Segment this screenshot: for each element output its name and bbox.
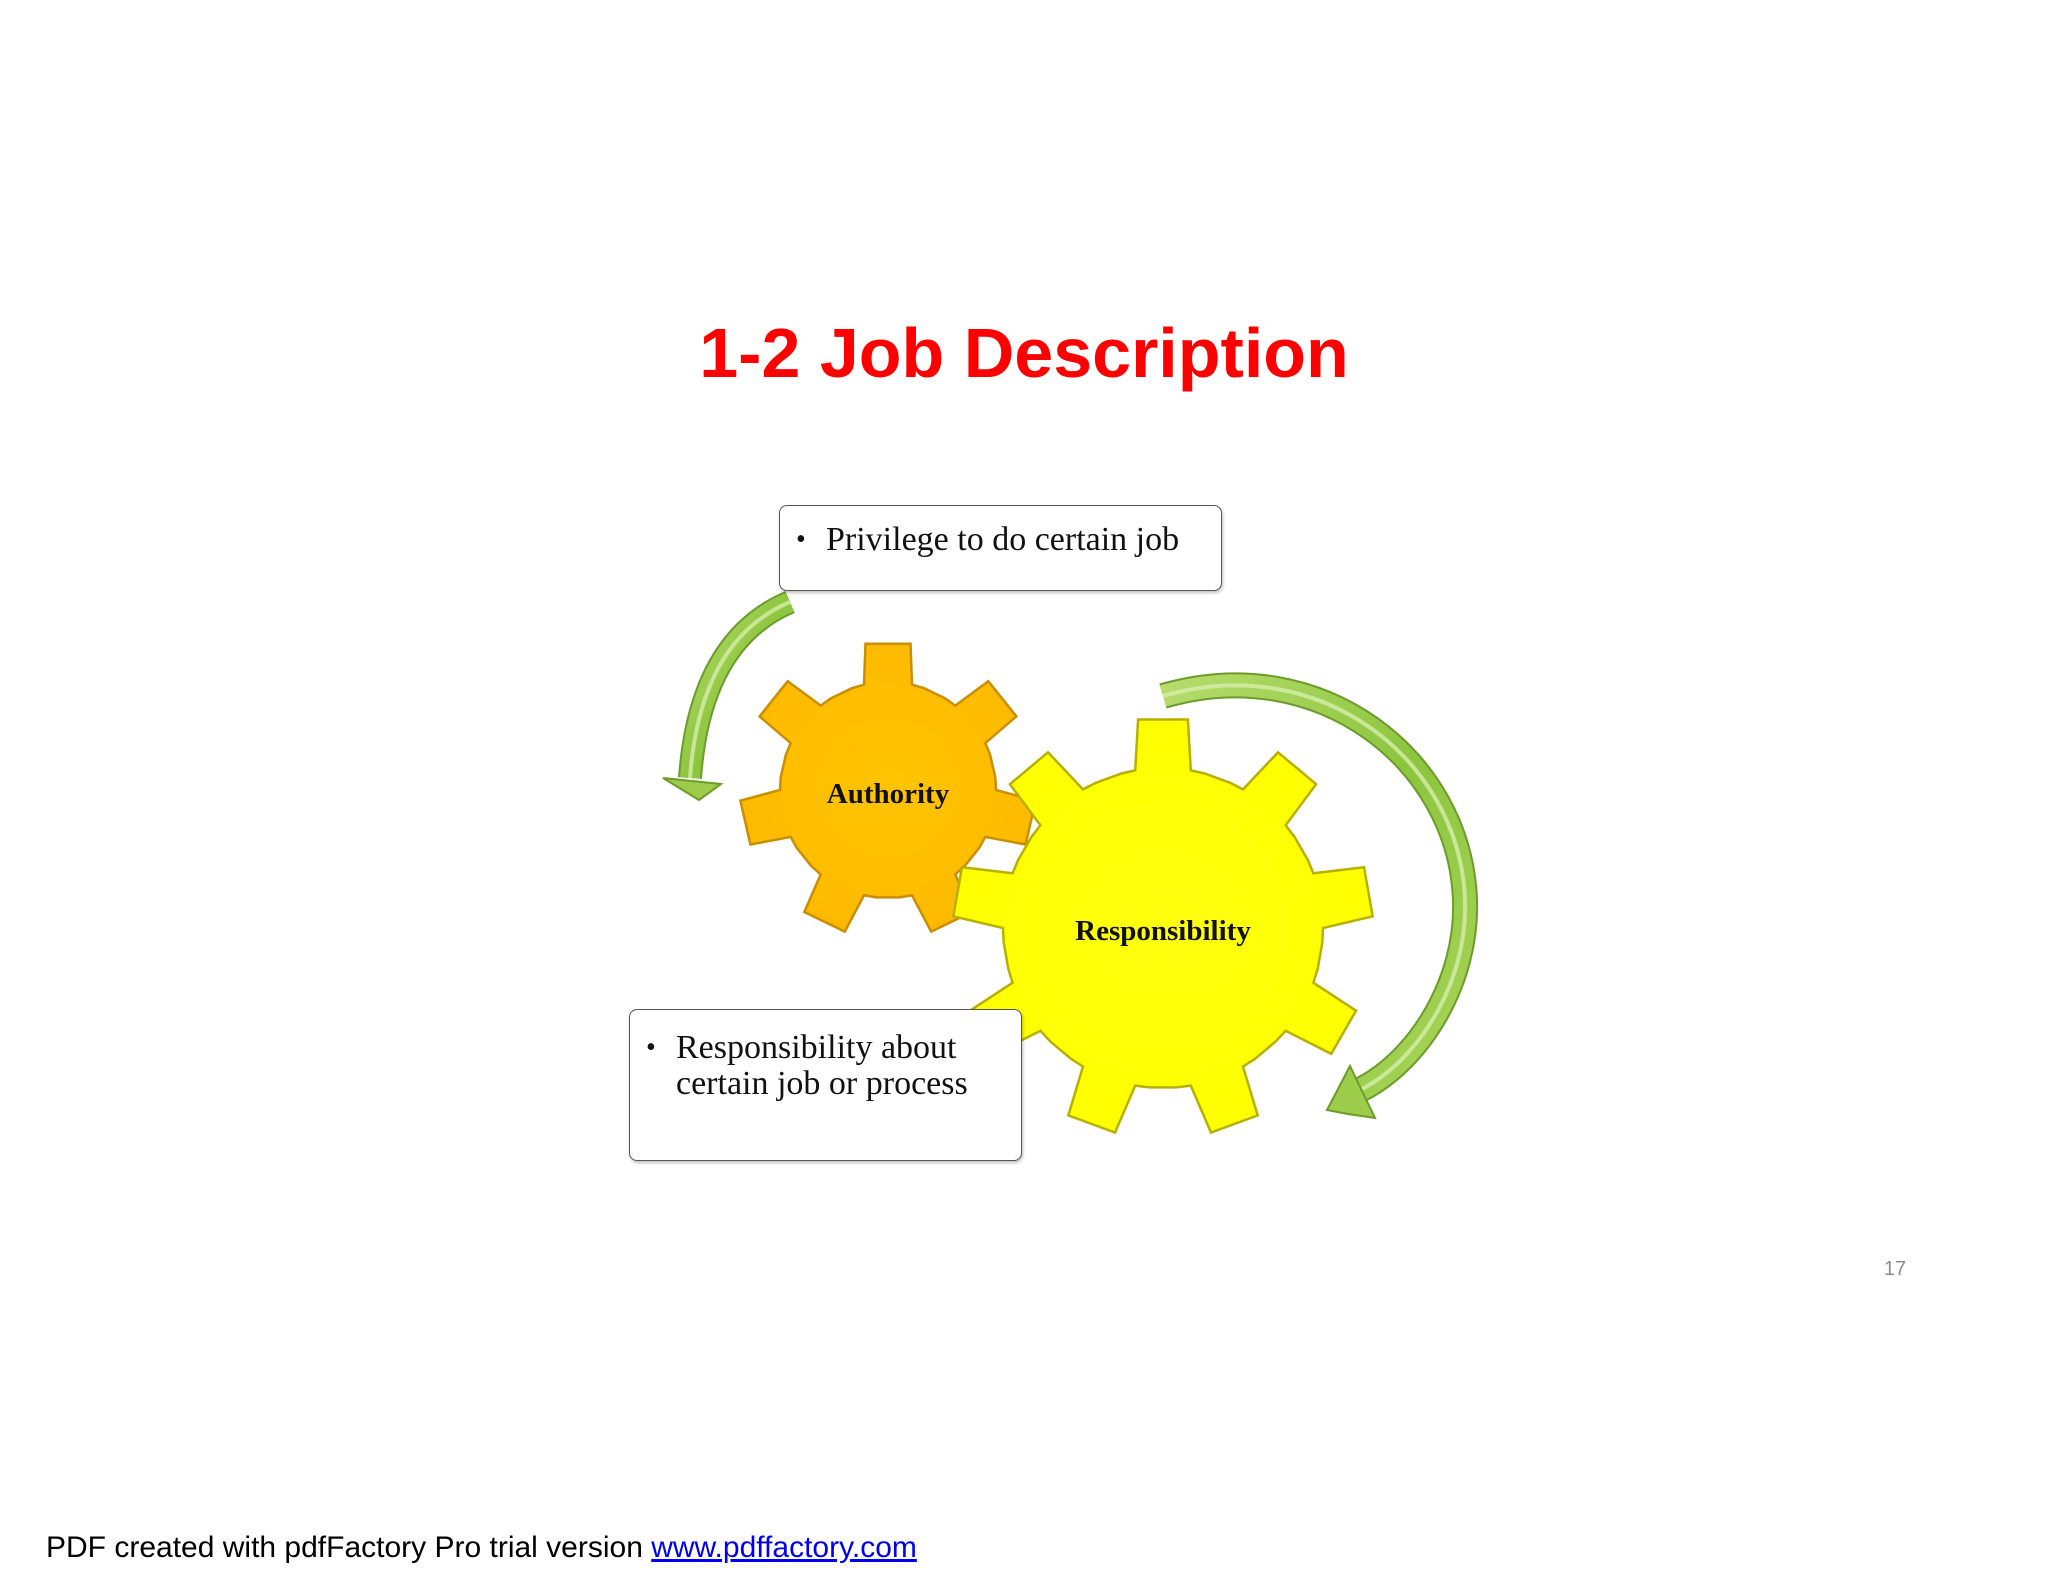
footer-text: PDF created with pdfFactory Pro trial ve… <box>46 1531 652 1564</box>
callout-responsibility-line2: certain job or process <box>676 1065 968 1102</box>
callout-authority-text: Privilege to do certain job <box>826 521 1180 558</box>
callout-authority-item: • Privilege to do certain job <box>796 522 1207 558</box>
callout-responsibility-text: Responsibility about certain job or proc… <box>676 1030 1007 1102</box>
arrow-right-curved <box>1159 672 1479 1120</box>
bullet-icon: • <box>796 524 806 555</box>
gear-responsibility: Responsibility <box>951 718 1375 1135</box>
gear-responsibility-label: Responsibility <box>1075 915 1251 947</box>
callout-authority: • Privilege to do certain job <box>779 505 1222 591</box>
pdf-footer: PDF created with pdfFactory Pro trial ve… <box>46 1531 917 1565</box>
gear-authority: Authority <box>738 642 1038 934</box>
arrow-left-curved <box>662 590 795 802</box>
bullet-icon: • <box>646 1032 656 1063</box>
callout-responsibility: • Responsibility about certain job or pr… <box>629 1009 1022 1161</box>
gear-authority-label: Authority <box>827 778 950 810</box>
callout-responsibility-item: • Responsibility about certain job or pr… <box>646 1030 1007 1102</box>
footer-link[interactable]: www.pdffactory.com <box>651 1531 917 1564</box>
callout-responsibility-line1: Responsibility about <box>676 1029 957 1066</box>
page-number: 17 <box>1883 1258 1907 1280</box>
slide-title: 1-2 Job Description <box>699 314 1349 392</box>
